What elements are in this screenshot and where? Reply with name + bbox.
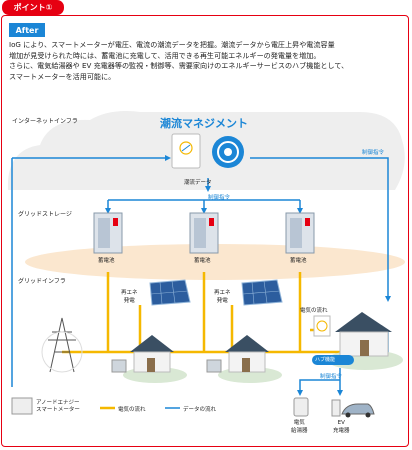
battery-label-3: 蓄電池 <box>290 258 307 264</box>
data-line-right <box>250 157 389 300</box>
solar-panel-1 <box>149 279 191 306</box>
point-tab: ポイント① <box>2 0 64 15</box>
power-line-batteries <box>106 272 302 352</box>
solar-panel-2 <box>241 279 283 306</box>
renewable-label-1: 再エネ発電 <box>121 290 138 304</box>
internet-infra-label: インターネットインフラ <box>12 118 78 125</box>
house-1 <box>111 335 187 383</box>
hub-badge <box>312 355 354 365</box>
meter-data-icon <box>171 133 201 169</box>
water-heater-label: 電気給湯器 <box>291 420 308 434</box>
transmission-tower <box>48 317 76 373</box>
battery-2 <box>189 212 219 254</box>
flow-data-label: 潮流データ <box>184 180 212 186</box>
hub-meter-icon <box>313 315 331 337</box>
legend-electric-label: 電気の流れ <box>118 407 146 413</box>
description-line-1: IoG により、スマートメーターが電圧、電流の潮流データを把握。潮流データから電… <box>9 40 335 49</box>
flow-management-title: 潮流マネジメント <box>160 117 248 130</box>
hub-function-label: ハブ機能 <box>315 357 336 363</box>
control-command-label-storage: 制御指令 <box>208 195 231 201</box>
ev-charger-icon <box>331 399 375 418</box>
control-command-label-top: 制御指令 <box>362 150 385 156</box>
grid-storage-label: グリッドストレージ <box>18 211 72 218</box>
house-2 <box>206 335 282 383</box>
battery-label-2: 蓄電池 <box>194 258 211 264</box>
battery-1 <box>93 212 123 254</box>
battery-3 <box>285 212 315 254</box>
description: IoG により、スマートメーターが電圧、電流の潮流データを把握。潮流データから電… <box>9 40 405 82</box>
legend-data-label: データの流れ <box>183 407 217 413</box>
description-line-3: さらに、電気給湯器や EV 充電器等の監視・制御等、需要家向けのエネルギーサービ… <box>9 61 349 71</box>
cloud-band <box>7 111 405 190</box>
content-frame <box>1 15 409 447</box>
grid-infra-label: グリッドインフラ <box>18 278 66 285</box>
gear-icon <box>212 136 244 168</box>
power-line-solar <box>138 305 234 352</box>
after-badge: After <box>9 23 45 37</box>
description-line-2: 増加が見受けられた時には、蓄電池に充電して、活用できる再生可能エネルギーの発電量… <box>9 50 321 60</box>
water-heater-icon <box>293 397 309 417</box>
control-command-label-hub: 制御指令 <box>320 374 343 380</box>
electric-flow-label: 電気の流れ <box>300 308 328 314</box>
renewable-label-2: 再エネ発電 <box>214 290 231 304</box>
legend-meter-icon <box>11 397 33 415</box>
battery-label-1: 蓄電池 <box>98 258 115 264</box>
legend-meter-label: アノードエナジースマートメーター <box>36 400 80 413</box>
description-line-4: スマートメーターを活用可能に。 <box>9 71 116 81</box>
